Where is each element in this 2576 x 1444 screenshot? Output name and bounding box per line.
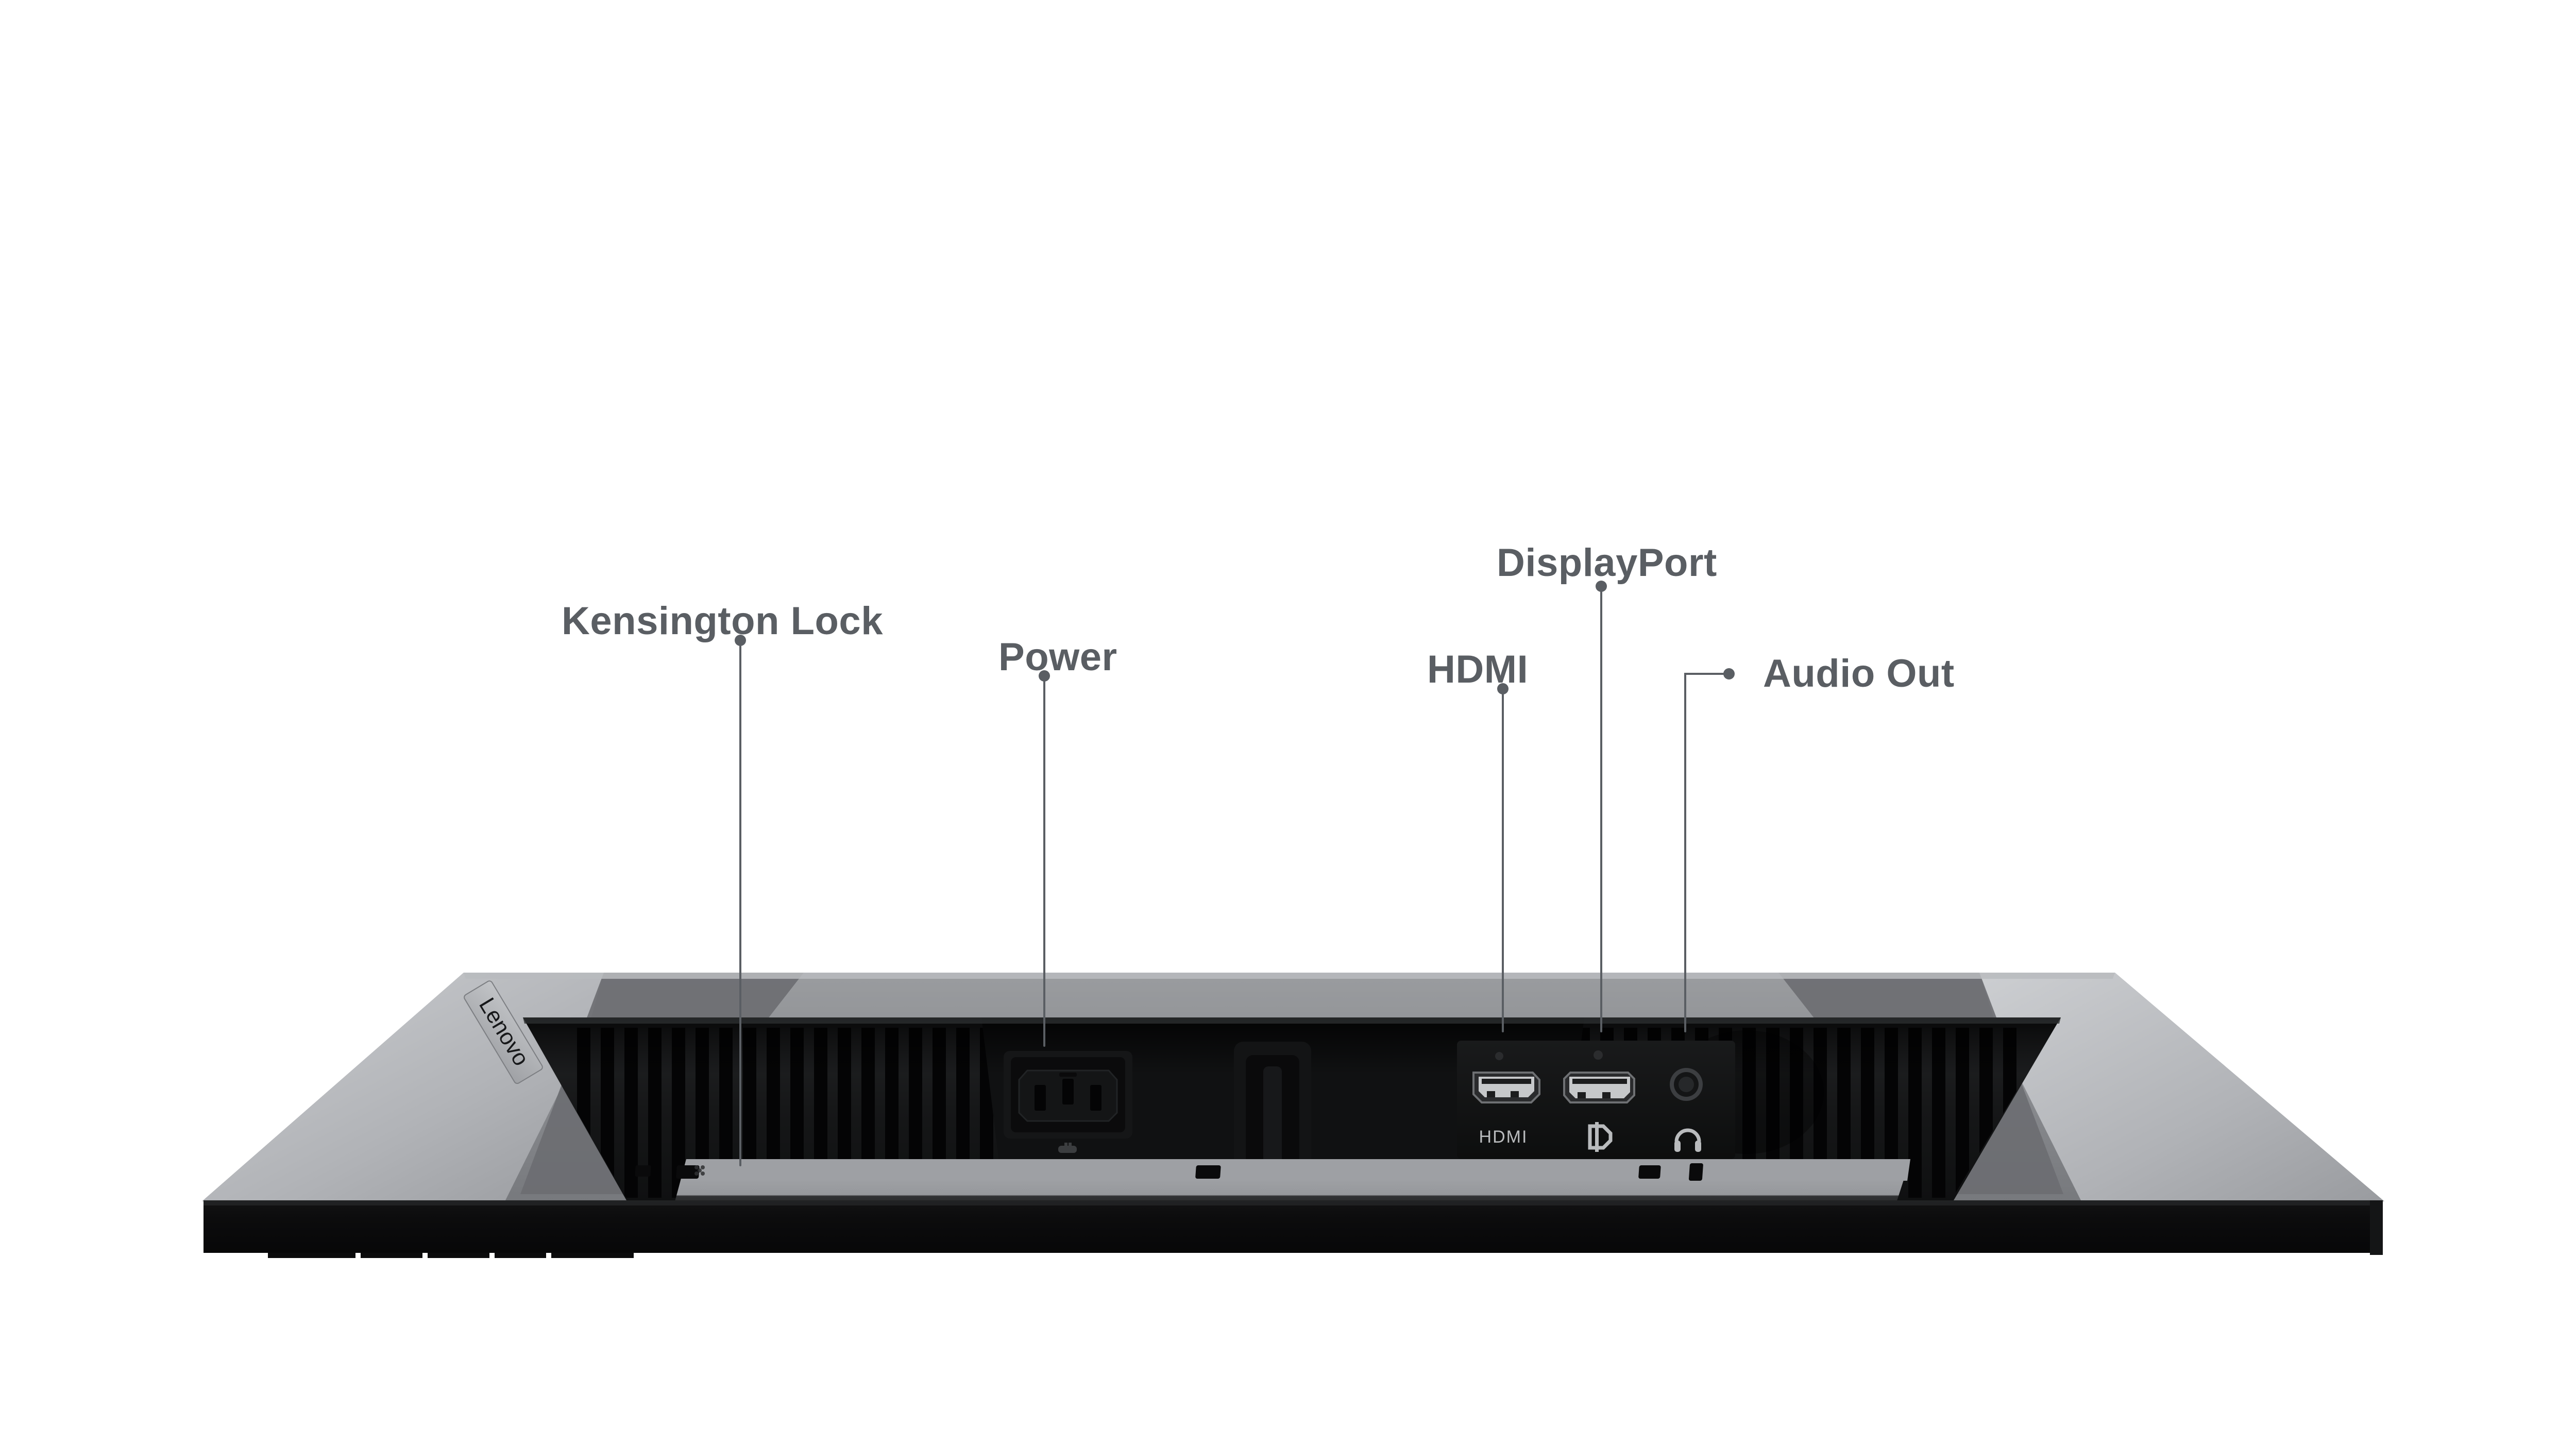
- leader-displayport: [1596, 581, 1607, 1032]
- monitor-front-bezel: [204, 1200, 2383, 1258]
- headphone-icon: [1674, 1128, 1701, 1152]
- leader-power: [1039, 670, 1050, 1047]
- displayport-port: [1563, 1072, 1635, 1103]
- power-inlet: [1004, 1051, 1132, 1139]
- callout-label-hdmi: HDMI: [1427, 648, 1529, 691]
- callout-label-audio-out: Audio Out: [1763, 652, 1955, 695]
- power-plug-icon: [1058, 1143, 1077, 1153]
- audio-out-jack: [1670, 1068, 1703, 1101]
- hdmi-legend-text: HDMI: [1479, 1127, 1528, 1147]
- leader-hdmi: [1497, 683, 1509, 1032]
- kensington-slot: [635, 1165, 651, 1177]
- leader-dot: [1723, 668, 1735, 679]
- leader-line: [1684, 673, 1730, 1032]
- leader-dot: [1039, 670, 1050, 682]
- leader-dot: [735, 635, 746, 646]
- leader-dot: [1497, 683, 1509, 694]
- hdmi-port: [1472, 1072, 1540, 1103]
- displayport-icon: [1588, 1122, 1613, 1152]
- callout-label-power: Power: [998, 635, 1117, 679]
- leader-dot: [1596, 581, 1607, 592]
- leader-audio-out: [1684, 668, 1735, 1032]
- leader-kensington-lock: [735, 635, 746, 1166]
- bezel-lip-tabs: [268, 1253, 634, 1258]
- port-legend-row: HDMI: [1479, 1122, 1701, 1152]
- stand-neck: [1234, 1042, 1311, 1196]
- kensington-icon: [694, 1165, 705, 1176]
- callout-label-kensington-lock: Kensington Lock: [562, 599, 883, 643]
- port-plate: HDMI: [1457, 1041, 1735, 1159]
- callout-label-displayport: DisplayPort: [1497, 541, 1717, 585]
